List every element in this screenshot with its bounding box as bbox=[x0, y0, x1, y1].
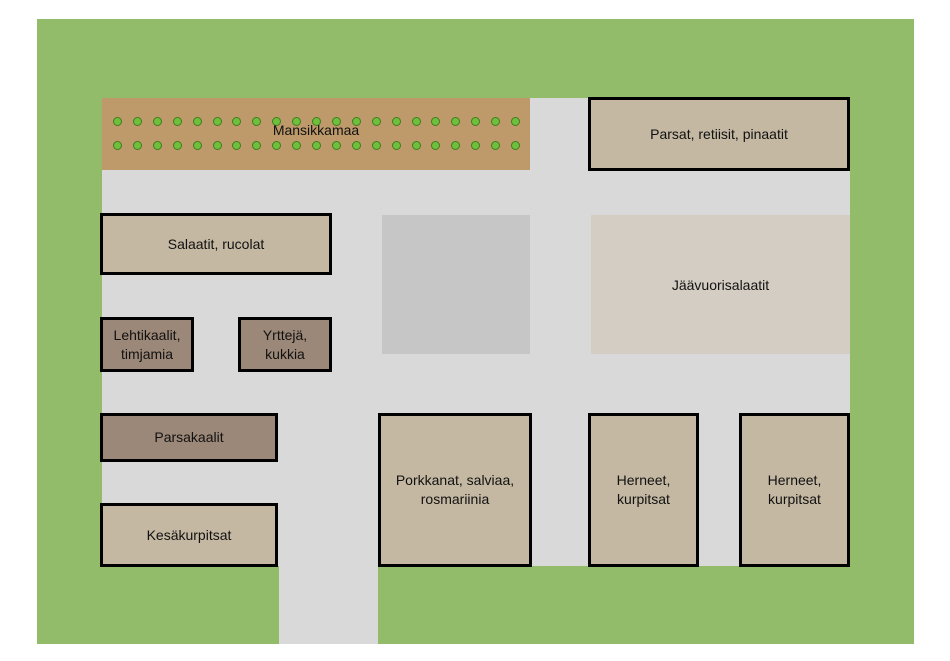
bed-label: Porkkanat, salviaa, rosmariinia bbox=[395, 472, 515, 507]
strawberry-plant bbox=[451, 141, 461, 150]
bed-peas-pumpkins-2: Herneet, kurpitsat bbox=[739, 413, 850, 567]
strawberry-plant bbox=[491, 117, 501, 126]
strawberry-plant bbox=[411, 117, 421, 126]
strawberry-plant bbox=[172, 117, 182, 126]
strawberry-plant bbox=[132, 141, 142, 150]
strawberry-plant bbox=[132, 117, 142, 126]
bed-herbs-flowers: Yrttejä, kukkia bbox=[238, 317, 332, 372]
strawberry-plant bbox=[212, 141, 222, 150]
bed-zucchini: Kesäkurpitsat bbox=[100, 503, 278, 567]
bed-salads-rucola: Salaatit, rucolat bbox=[100, 213, 332, 275]
iceberg-lettuce-label: Jäävuorisalaatit bbox=[671, 276, 770, 293]
strawberry-plant bbox=[272, 117, 282, 126]
strawberry-plant bbox=[272, 141, 282, 150]
bed-carrots-sage-rosemary: Porkkanat, salviaa, rosmariinia bbox=[378, 413, 532, 567]
strawberry-plant bbox=[152, 117, 162, 126]
strawberry-plant bbox=[192, 141, 202, 150]
strawberry-plant bbox=[431, 141, 441, 150]
strawberry-plant bbox=[471, 117, 481, 126]
greenhouse-area bbox=[382, 215, 530, 354]
bed-kale-thyme: Lehtikaalit, timjamia bbox=[100, 317, 194, 372]
strawberry-field: Mansikkamaa bbox=[102, 98, 530, 170]
strawberry-plant bbox=[451, 117, 461, 126]
strawberry-plant bbox=[292, 117, 302, 126]
strawberry-plant bbox=[391, 141, 401, 150]
strawberry-plant bbox=[471, 141, 481, 150]
strawberry-plant bbox=[371, 141, 381, 150]
strawberry-plant bbox=[152, 141, 162, 150]
bed-label: Salaatit, rucolat bbox=[167, 235, 265, 252]
strawberry-plant bbox=[292, 141, 302, 150]
strawberry-plant bbox=[312, 141, 321, 150]
strawberry-plant bbox=[232, 117, 242, 126]
strawberry-plant bbox=[391, 117, 401, 126]
strawberry-plant bbox=[232, 141, 242, 150]
strawberry-plant bbox=[331, 117, 341, 126]
strawberry-plant bbox=[411, 141, 421, 150]
bed-label: Parsakaalit bbox=[154, 429, 224, 445]
iceberg-lettuce-area: Jäävuorisalaatit bbox=[591, 215, 850, 354]
strawberry-plant bbox=[312, 117, 321, 126]
strawberry-plant bbox=[351, 141, 361, 150]
strawberry-plant bbox=[212, 117, 222, 126]
strawberry-plant bbox=[511, 117, 520, 126]
strawberry-plant bbox=[351, 117, 361, 126]
strawberry-plant bbox=[192, 117, 202, 126]
bed-label: Yrttejä, kukkia bbox=[262, 326, 308, 362]
strawberry-plant bbox=[113, 117, 122, 126]
bed-label: Herneet, kurpitsat bbox=[767, 472, 822, 507]
strawberry-plant bbox=[252, 117, 262, 126]
bed-asparagus-radish-spinach: Parsat, retiisit, pinaatit bbox=[588, 97, 850, 171]
strawberry-plant bbox=[431, 117, 441, 126]
entrance-path bbox=[279, 560, 378, 644]
strawberry-plant bbox=[491, 141, 501, 150]
strawberry-plant bbox=[113, 141, 122, 150]
strawberry-plant bbox=[172, 141, 182, 150]
bed-label: Herneet, kurpitsat bbox=[616, 472, 671, 507]
bed-peas-pumpkins-1: Herneet, kurpitsat bbox=[588, 413, 699, 567]
bed-label: Parsat, retiisit, pinaatit bbox=[650, 125, 788, 142]
bed-broccoli: Parsakaalit bbox=[100, 413, 278, 462]
strawberry-field-label: Mansikkamaa bbox=[272, 122, 360, 138]
bed-label: Kesäkurpitsat bbox=[146, 526, 232, 543]
strawberry-plant bbox=[331, 141, 341, 150]
strawberry-plant bbox=[371, 117, 381, 126]
strawberry-plant bbox=[511, 141, 520, 150]
bed-label: Lehtikaalit, timjamia bbox=[113, 326, 181, 362]
strawberry-plant bbox=[252, 141, 262, 150]
